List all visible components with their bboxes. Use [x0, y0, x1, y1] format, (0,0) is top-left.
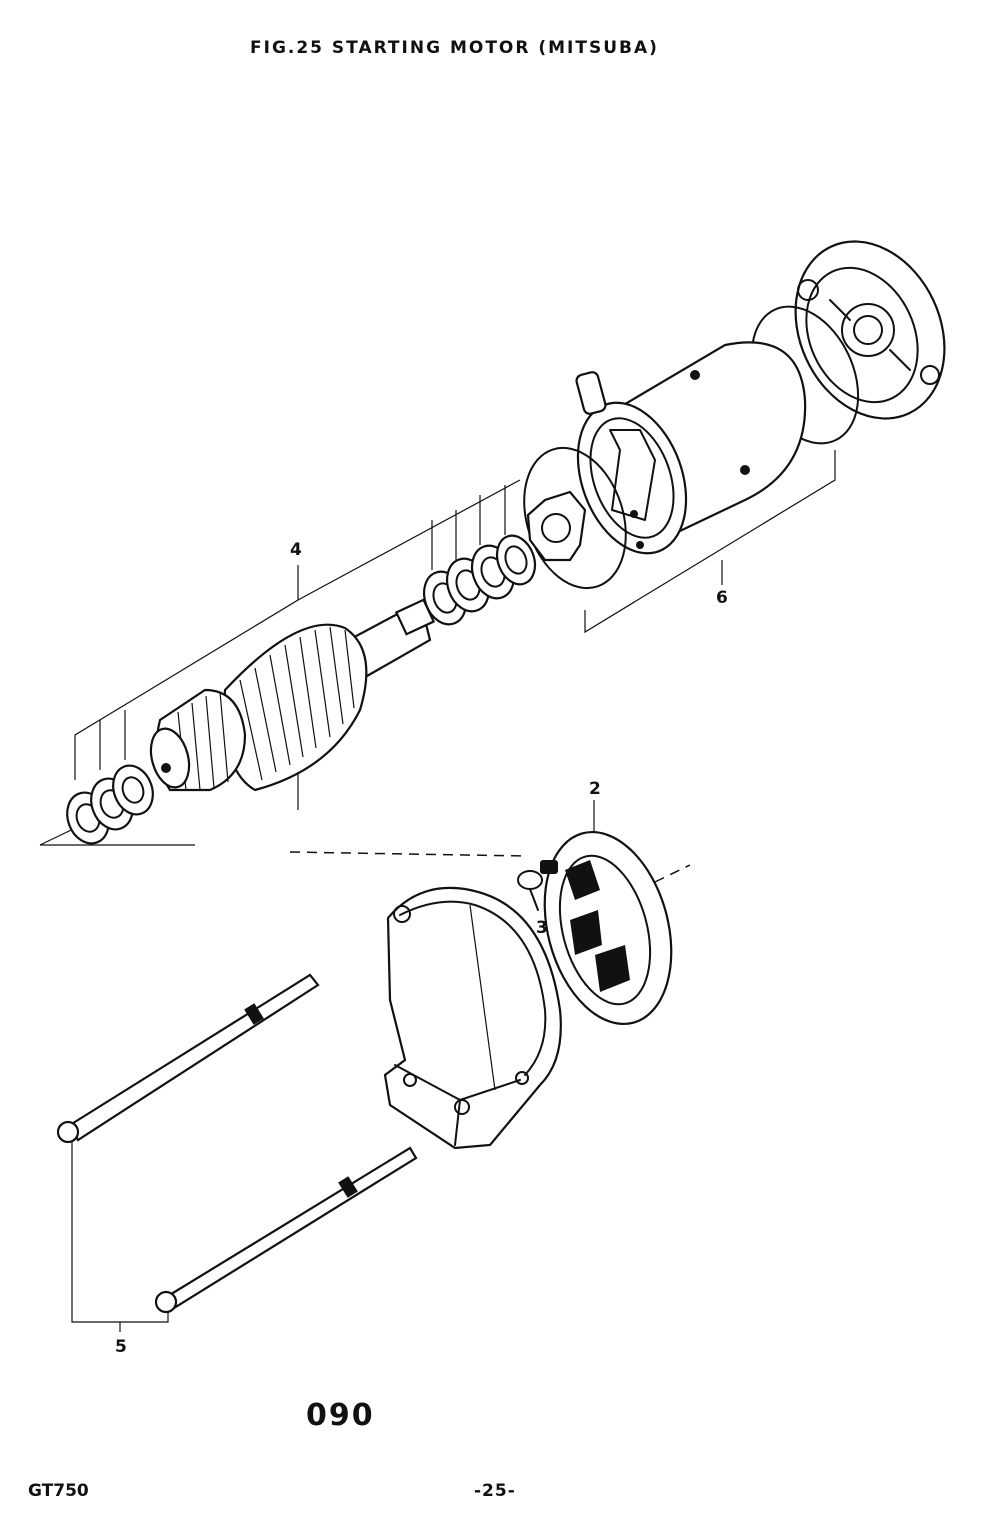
figure-title: FIG.25 STARTING MOTOR (MITSUBA)	[250, 38, 659, 58]
figure-code: 090	[306, 1398, 375, 1433]
through-bolt-upper	[56, 973, 320, 1144]
callout-5: 5	[115, 1337, 128, 1357]
callout-4: 4	[290, 540, 303, 560]
lock-plate	[526, 490, 587, 562]
model-code: GT750	[28, 1481, 89, 1501]
page-number: -25-	[474, 1481, 516, 1501]
callout-2: 2	[589, 779, 602, 799]
end-cover	[794, 240, 946, 420]
armature	[149, 598, 436, 792]
brush-spring	[517, 870, 543, 911]
washer-stack-left	[66, 764, 154, 845]
front-housing	[383, 886, 562, 1150]
callout-6: 6	[716, 588, 729, 608]
callout-3: 3	[536, 918, 549, 938]
through-bolt-lower	[154, 1146, 418, 1314]
brush-holder-plate	[540, 830, 673, 1026]
yoke-housing	[575, 341, 807, 555]
washer-stack-right	[422, 534, 537, 626]
